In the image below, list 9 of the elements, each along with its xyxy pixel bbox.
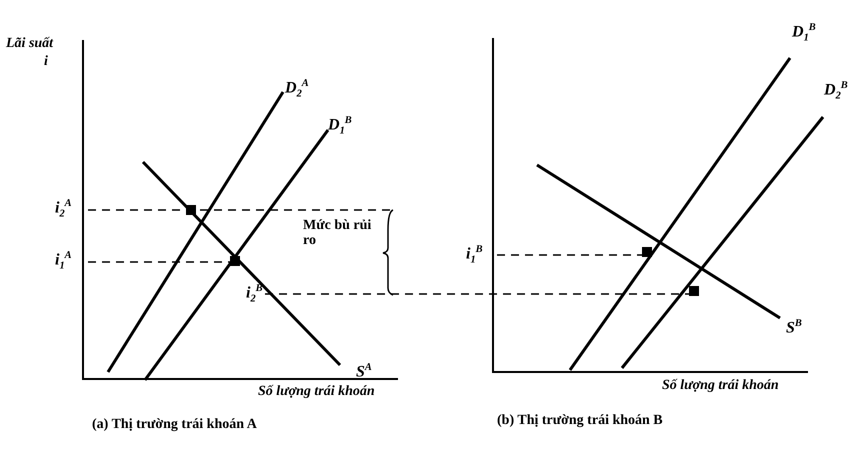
axis-label: i [44,54,48,70]
curve-label: S$^{B}$ [786,318,802,337]
caption: (b) Thị trường trái khoán B [497,413,663,428]
axis-label: Lãi suất [6,36,54,52]
axis-label: Số lượng trái khoán [662,378,779,394]
caption: (a) Thị trường trái khoán A [92,417,257,432]
annotation-text: Mức bù rủi ro [303,218,372,249]
curve-label: S$^{A}$ [356,362,372,381]
axis-label: Số lượng trái khoán [258,384,375,400]
